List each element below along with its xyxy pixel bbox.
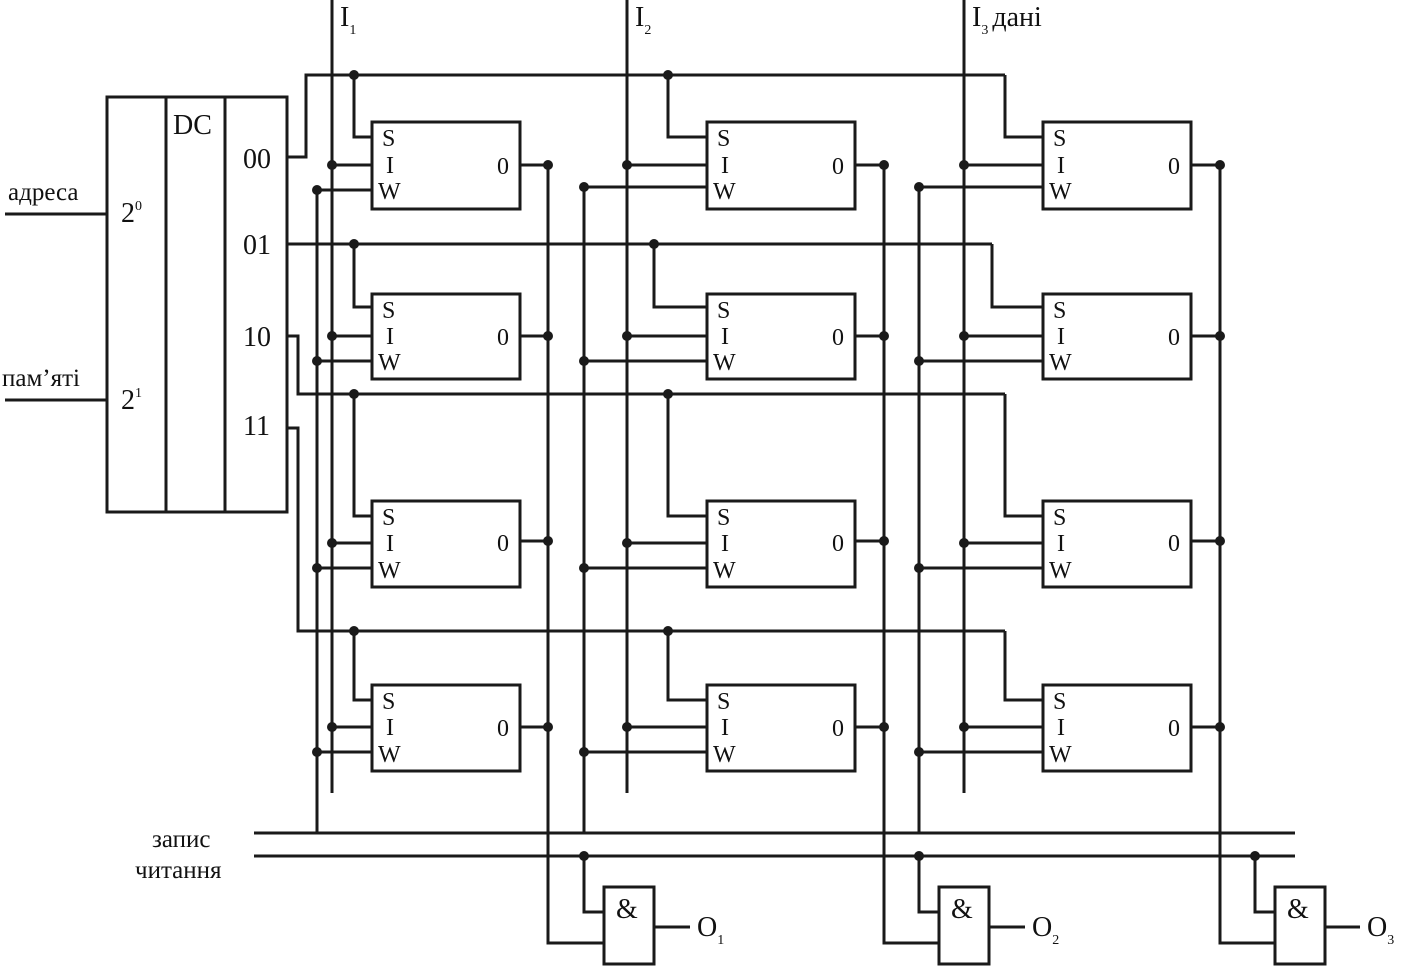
svg-text:W: W — [1049, 742, 1072, 768]
and-gate-1: & O1 — [602, 885, 724, 966]
decoder-output-11: 11 — [243, 411, 270, 442]
svg-text:0: 0 — [832, 154, 844, 180]
decoder-label: DC — [173, 110, 212, 141]
and-gate-2: & O2 — [937, 885, 1059, 966]
write-bus-label: запис — [152, 826, 211, 853]
svg-text:W: W — [378, 350, 401, 376]
row-select-00 — [287, 73, 1005, 159]
memory-cell: SIW 0 — [1041, 292, 1193, 381]
svg-text:W: W — [378, 179, 401, 205]
svg-text:&: & — [616, 894, 638, 925]
svg-text:S: S — [717, 505, 730, 531]
memory-cell: SIW 0 — [705, 120, 857, 211]
svg-text:W: W — [1049, 350, 1072, 376]
svg-text:I: I — [1057, 715, 1065, 741]
svg-text:I: I — [1057, 324, 1065, 350]
svg-text:I: I — [386, 715, 394, 741]
svg-text:I: I — [1057, 531, 1065, 557]
memory-cell: SIW 0 — [1041, 683, 1193, 773]
memory-label: пам’яті — [2, 365, 80, 392]
svg-text:0: 0 — [1168, 154, 1180, 180]
svg-text:S: S — [382, 126, 395, 152]
svg-text:S: S — [1053, 298, 1066, 324]
svg-text:S: S — [717, 298, 730, 324]
svg-text:0: 0 — [497, 154, 509, 180]
memory-cell: SIW 0 — [370, 683, 522, 773]
svg-text:0: 0 — [497, 531, 509, 557]
svg-text:W: W — [713, 350, 736, 376]
svg-text:0: 0 — [1168, 325, 1180, 351]
decoder-output-10: 10 — [243, 322, 271, 353]
svg-text:W: W — [1049, 558, 1072, 584]
row-select-10 — [287, 334, 1005, 396]
svg-text:W: W — [713, 742, 736, 768]
output-line-col3 — [1218, 165, 1275, 945]
output-o1-label: O1 — [697, 912, 724, 948]
decoder-output-01: 01 — [243, 230, 271, 261]
svg-text:I: I — [386, 531, 394, 557]
svg-text:W: W — [713, 179, 736, 205]
svg-text:0: 0 — [497, 325, 509, 351]
memory-cell: SIW 0 — [1041, 120, 1193, 211]
address-label: адреса — [8, 179, 79, 206]
memory-cell: SIW 0 — [705, 683, 857, 773]
svg-text:W: W — [713, 558, 736, 584]
decoder-block — [105, 95, 289, 514]
decoder-input-2-1: 21 — [121, 385, 142, 416]
svg-text:W: W — [378, 558, 401, 584]
svg-text:0: 0 — [497, 716, 509, 742]
read-enable-gate2 — [917, 856, 939, 914]
svg-text:I: I — [721, 715, 729, 741]
svg-text:0: 0 — [1168, 531, 1180, 557]
input-i2-label: I2 — [635, 2, 651, 38]
svg-text:S: S — [1053, 126, 1066, 152]
decoder-input-2-0: 20 — [121, 198, 142, 229]
memory-cell: SIW 0 — [370, 292, 522, 381]
output-o2-label: O2 — [1032, 912, 1059, 948]
svg-text:0: 0 — [1168, 716, 1180, 742]
svg-text:I: I — [386, 153, 394, 179]
memory-cell: SIW 0 — [370, 120, 522, 211]
svg-text:S: S — [382, 298, 395, 324]
svg-text:S: S — [1053, 505, 1066, 531]
svg-text:&: & — [951, 894, 973, 925]
svg-text:W: W — [378, 742, 401, 768]
memory-cell: SIW 0 — [705, 499, 857, 589]
memory-cell: SIW 0 — [705, 292, 857, 381]
input-i1-label: I1 — [340, 2, 356, 38]
row-select-11 — [287, 426, 1005, 633]
svg-text:I: I — [386, 324, 394, 350]
svg-text:I: I — [1057, 153, 1065, 179]
svg-text:&: & — [1287, 894, 1309, 925]
svg-text:I: I — [721, 153, 729, 179]
svg-text:I: I — [721, 324, 729, 350]
svg-text:I: I — [721, 531, 729, 557]
output-o3-label: O3 — [1367, 912, 1394, 948]
junction-dots — [312, 70, 1260, 861]
svg-text:0: 0 — [832, 325, 844, 351]
svg-text:S: S — [382, 689, 395, 715]
svg-text:0: 0 — [832, 531, 844, 557]
read-enable-gate3 — [1253, 856, 1275, 914]
svg-text:S: S — [717, 126, 730, 152]
read-enable-gate1 — [582, 856, 604, 914]
svg-text:S: S — [382, 505, 395, 531]
memory-cell: SIW 0 — [370, 499, 522, 589]
read-bus-label: читання — [135, 857, 222, 884]
svg-text:0: 0 — [832, 716, 844, 742]
and-gate-3: & O3 — [1273, 885, 1394, 966]
svg-text:S: S — [1053, 689, 1066, 715]
decoder-output-00: 00 — [243, 144, 271, 175]
output-line-col1 — [546, 165, 604, 945]
output-line-col2 — [882, 165, 939, 945]
svg-text:W: W — [1049, 179, 1072, 205]
svg-text:S: S — [717, 689, 730, 715]
memory-cell: SIW 0 — [1041, 499, 1193, 589]
